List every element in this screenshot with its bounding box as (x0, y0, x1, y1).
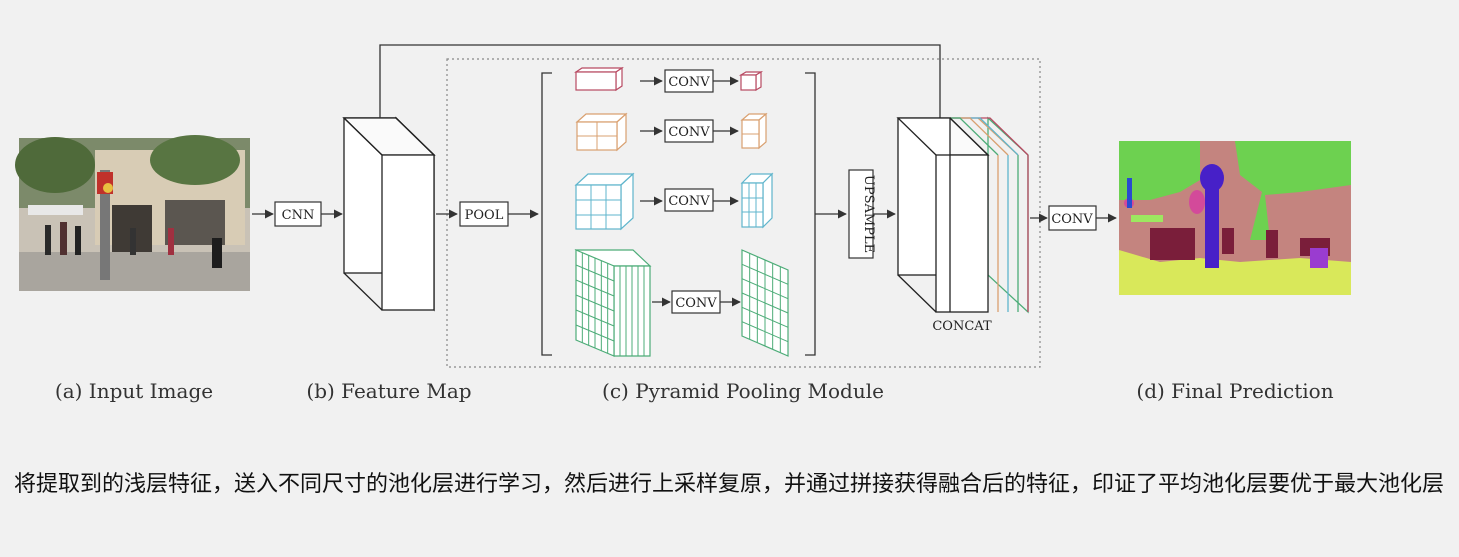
ppm-region (446, 58, 1041, 368)
upsample-label: UPSAMPLE (861, 175, 876, 253)
conv-box-3 (664, 188, 714, 212)
pool-level-3 (574, 172, 635, 231)
pool-output-3 (740, 172, 774, 229)
skip-connection-arrow (379, 44, 945, 136)
right-bracket (805, 72, 816, 356)
pool-level-4 (574, 249, 652, 357)
pool-output-4 (741, 249, 789, 357)
caption-feature-map: (b) Feature Map (306, 379, 471, 403)
final-conv-label: CONV (1051, 212, 1093, 227)
pool-level-2 (575, 112, 628, 152)
final-conv-box (1048, 205, 1097, 231)
concat-block (896, 116, 1029, 314)
caption-final-prediction: (d) Final Prediction (1136, 379, 1333, 403)
pool-output-1 (738, 70, 764, 92)
cnn-box (274, 201, 322, 227)
pool-label: POOL (465, 208, 504, 223)
concat-label: CONCAT (932, 319, 992, 334)
pool-box (459, 201, 509, 227)
caption-pyramid-pooling: (c) Pyramid Pooling Module (602, 379, 884, 403)
conv-label-4: CONV (675, 296, 717, 311)
conv-label-2: CONV (668, 125, 710, 140)
pool-level-1 (574, 66, 624, 92)
final-prediction-image (1119, 141, 1351, 295)
conv-label-1: CONV (668, 75, 710, 90)
conv-label-3: CONV (668, 194, 710, 209)
caption-input-image: (a) Input Image (55, 379, 213, 403)
cnn-label: CNN (282, 208, 315, 223)
feature-map-block (342, 116, 436, 312)
video-subtitle: 将提取到的浅层特征，送入不同尺寸的池化层进行学习，然后进行上采样复原，并通过拼接… (14, 472, 1445, 497)
pool-output-2 (740, 112, 768, 150)
left-bracket (541, 72, 552, 356)
input-image (15, 135, 250, 291)
